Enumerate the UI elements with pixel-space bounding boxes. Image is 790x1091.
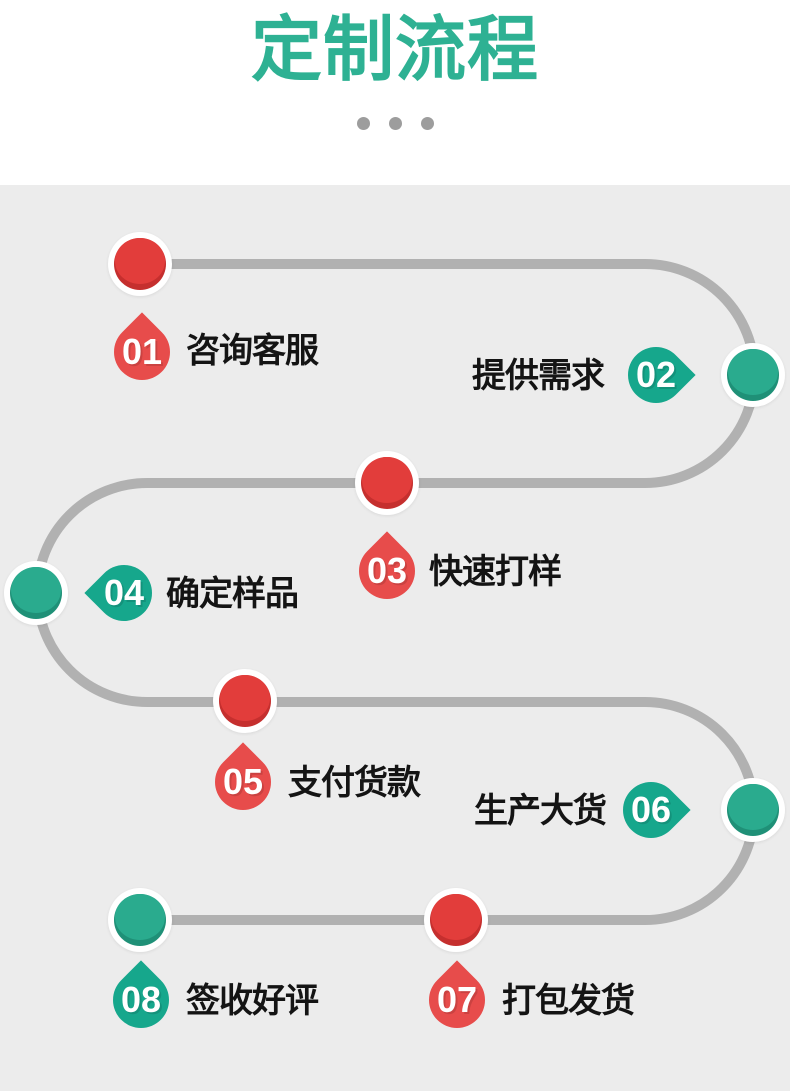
- step-label-06: 生产大货: [474, 792, 607, 830]
- dot-icon: [356, 117, 370, 130]
- step-node-07: [424, 888, 488, 952]
- node-ball: [430, 894, 482, 946]
- step-label-07: 打包发货: [502, 982, 635, 1020]
- step-number: 01: [121, 330, 163, 372]
- step-number: 07: [436, 978, 478, 1020]
- title-dots: [0, 117, 790, 130]
- step-label-08: 签收好评: [186, 982, 319, 1020]
- step-number: 04: [103, 571, 145, 613]
- node-ball: [727, 784, 779, 836]
- step-node-03: [355, 451, 419, 515]
- step-number: 06: [630, 788, 672, 830]
- step-number: 02: [635, 353, 677, 395]
- step-label-05: 支付货款: [288, 764, 421, 802]
- step-label-01: 咨询客服: [186, 332, 319, 370]
- step-node-02: [721, 343, 785, 407]
- step-number: 05: [222, 760, 264, 802]
- page-title: 定制流程: [250, 11, 539, 90]
- node-ball: [219, 675, 271, 727]
- step-node-01: [108, 232, 172, 296]
- step-number: 03: [366, 549, 408, 591]
- step-node-06: [721, 778, 785, 842]
- node-ball: [361, 457, 413, 509]
- dot-icon: [420, 117, 434, 130]
- step-number: 08: [120, 978, 162, 1020]
- step-label-02: 提供需求: [472, 357, 605, 395]
- step-node-08: [108, 888, 172, 952]
- node-ball: [114, 894, 166, 946]
- step-node-05: [213, 669, 277, 733]
- step-label-03: 快速打样: [429, 553, 562, 591]
- node-ball: [10, 567, 62, 619]
- node-ball: [727, 349, 779, 401]
- node-ball: [114, 238, 166, 290]
- step-node-04: [4, 561, 68, 625]
- step-label-04: 确定样品: [166, 575, 299, 613]
- dot-icon: [388, 117, 402, 130]
